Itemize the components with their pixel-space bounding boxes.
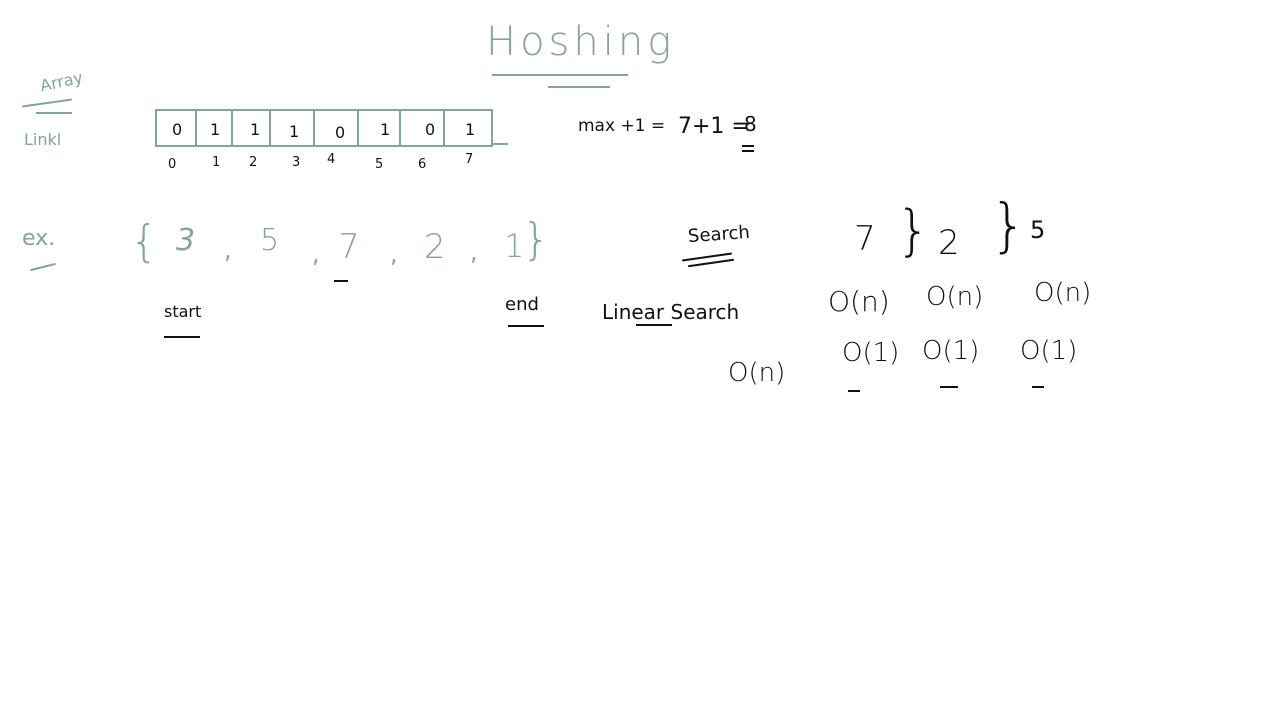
set-item: 1 <box>504 227 525 265</box>
set-brace-open: { <box>130 216 158 267</box>
complexity-linear: O(n) <box>926 282 984 312</box>
search-label: Search <box>687 221 751 248</box>
array-grid-lines <box>155 109 508 147</box>
hash-underline <box>848 390 860 392</box>
array-index: 1 <box>212 155 221 170</box>
search-value: 7 <box>854 219 876 259</box>
start-underline <box>164 336 200 338</box>
complexity-hash: O(1) <box>842 338 900 368</box>
set-item: 7 <box>338 227 360 267</box>
set-brace-close: } <box>522 214 550 265</box>
set-item: 5 <box>260 223 280 258</box>
complexity-linear: O(n) <box>828 285 890 318</box>
array-index: 3 <box>292 155 301 170</box>
linear-search-label: Linear Search <box>602 300 740 324</box>
linkedlist-label: Linkl <box>24 130 62 149</box>
formula-middle: 7+1 = <box>678 114 750 139</box>
complexity-hash: O(1) <box>1020 336 1078 366</box>
array-underline <box>22 98 72 108</box>
set-comma: , <box>224 236 232 264</box>
array-label: Array <box>38 67 85 96</box>
array-cell: 0 <box>425 120 436 139</box>
array-underline-2 <box>36 112 72 114</box>
title-underline-2 <box>548 86 610 88</box>
example-underline <box>30 262 56 272</box>
array-index: 5 <box>375 157 384 172</box>
array-index: 2 <box>249 155 258 170</box>
formula-left: max +1 = <box>578 116 666 136</box>
complexity-hash: O(1) <box>922 336 980 366</box>
search-value: 5 <box>1030 216 1046 244</box>
array-index: 7 <box>465 152 474 167</box>
start-label: start <box>164 302 202 321</box>
formula-result: 8 <box>744 112 757 136</box>
complexity-linear: O(n) <box>1034 278 1092 308</box>
brace-icon: } <box>990 191 1027 259</box>
complexity-hash: O(n) <box>728 358 786 388</box>
array-cell: 1 <box>289 122 300 141</box>
array-cell: 1 <box>380 120 391 139</box>
hash-underline <box>940 386 958 388</box>
result-underline <box>742 145 754 147</box>
set-item: 2 <box>424 227 446 267</box>
hash-underline <box>1032 386 1044 388</box>
array-cell: 1 <box>210 120 221 139</box>
array-index: 6 <box>418 157 427 172</box>
set-comma: , <box>470 238 478 266</box>
example-label: ex. <box>22 226 56 251</box>
title-underline <box>492 74 628 76</box>
array-cell: 1 <box>465 120 476 139</box>
array-cell: 0 <box>172 120 183 139</box>
linear-underline <box>636 324 672 326</box>
array-index: 4 <box>327 152 336 167</box>
array-index: 0 <box>168 157 177 172</box>
end-underline <box>508 325 544 327</box>
set-item: 3 <box>176 223 196 258</box>
page-title: Hoshing <box>486 19 676 65</box>
array-table <box>155 109 508 148</box>
set-comma: , <box>312 240 320 268</box>
end-label: end <box>505 294 539 315</box>
brace-icon: } <box>896 199 931 262</box>
search-underline-2 <box>688 258 734 268</box>
array-cell: 0 <box>335 123 346 142</box>
result-underline-2 <box>742 150 754 152</box>
set-comma: , <box>390 240 398 268</box>
array-cell: 1 <box>250 120 261 139</box>
search-value: 2 <box>938 223 960 263</box>
seven-underline <box>334 280 348 282</box>
